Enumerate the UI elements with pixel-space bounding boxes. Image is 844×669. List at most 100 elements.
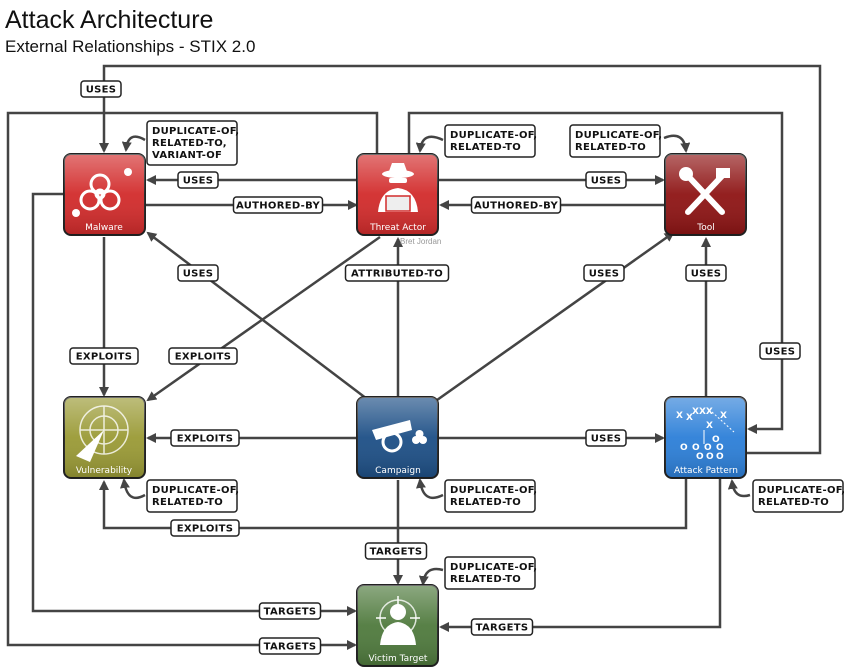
node-label-vulnerability: Vulnerability — [76, 466, 133, 476]
svg-text:XXX: XXX — [692, 407, 713, 417]
label-authored-tool: AUTHORED-BY — [470, 196, 562, 214]
label-uses-campaign-malware: USES — [177, 264, 219, 282]
node-victim-target[interactable]: Victim Target — [356, 584, 439, 667]
label-uses-ap-malware-text: USES — [86, 85, 117, 96]
label-uses-ta-ap: USES — [759, 342, 801, 360]
loop-tool — [663, 134, 691, 153]
label-dup-ap-line: DUPLICATE-OF, — [758, 485, 844, 496]
label-exploits-campaign: EXPLOITS — [170, 429, 240, 447]
label-uses-ta-tool: USES — [585, 171, 627, 189]
hacker-icon — [378, 163, 418, 212]
svg-text:O: O — [680, 443, 688, 453]
node-label-victim-target: Victim Target — [369, 654, 428, 664]
label-dup-campaign: DUPLICATE-OF,RELATED-TO — [444, 479, 537, 513]
label-uses-ap-tool-text: USES — [691, 269, 722, 280]
label-uses-ta-malware-text: USES — [183, 176, 214, 187]
label-targets-campaign-text: TARGETS — [370, 547, 423, 558]
edge-labels: USES USES AUTHORED-BY USES AUTHORED-BY USES AT… — [69, 80, 844, 655]
label-targets-malware: TARGETS — [258, 602, 322, 620]
label-dup-vuln-line: RELATED-TO — [152, 497, 223, 508]
label-targets-ap: TARGETS — [470, 618, 534, 636]
label-uses-campaign-ap-text: USES — [591, 434, 622, 445]
bug-icon — [124, 168, 132, 176]
svg-text:O: O — [712, 435, 720, 445]
label-authored-malware: AUTHORED-BY — [232, 196, 324, 214]
label-exploits-ap-text: EXPLOITS — [177, 524, 234, 535]
label-dup-ta-line: RELATED-TO — [450, 142, 521, 153]
node-label-tool: Tool — [696, 223, 714, 233]
edge-ap-vuln-exploits — [99, 479, 688, 530]
label-targets-ta-text: TARGETS — [264, 642, 317, 653]
label-uses-ta-tool-text: USES — [591, 176, 622, 187]
node-campaign[interactable]: Campaign — [356, 396, 439, 479]
wrench-hammer-icon — [685, 173, 725, 215]
loop-victim — [418, 567, 444, 586]
label-dup-victim-line: DUPLICATE-OF, — [450, 562, 537, 573]
label-dup-malware: DUPLICATE-OF,RELATED-TO,VARIANT-OF — [146, 120, 239, 166]
label-dup-malware-line: RELATED-TO, — [152, 138, 227, 149]
edge-ap-victim-targets — [439, 479, 722, 632]
bug-icon — [72, 209, 80, 217]
label-uses-ap-malware: USES — [80, 80, 122, 98]
label-authored-malware-text: AUTHORED-BY — [236, 201, 320, 212]
label-dup-malware-line: VARIANT-OF — [152, 150, 222, 161]
edge-malware-victim-targets — [31, 192, 357, 616]
label-uses-ta-malware: USES — [177, 171, 219, 189]
svg-text:O: O — [716, 443, 724, 453]
label-dup-vuln: DUPLICATE-OF,RELATED-TO — [146, 479, 239, 513]
page-title: Attack Architecture — [5, 6, 214, 34]
loop-campaign — [415, 478, 444, 500]
node-vulnerability[interactable]: Vulnerability — [63, 396, 146, 479]
node-threat-actor[interactable]: Threat Actor — [356, 153, 439, 236]
label-exploits-ta-text: EXPLOITS — [175, 352, 232, 363]
loop-vuln — [119, 478, 146, 500]
label-exploits-campaign-text: EXPLOITS — [177, 434, 234, 445]
label-exploits-malware: EXPLOITS — [69, 347, 139, 365]
label-uses-campaign-ap: USES — [585, 429, 627, 447]
edge-ta-victim-targets — [6, 111, 379, 650]
svg-text:X: X — [706, 421, 713, 431]
label-attributed-to-text: ATTRIBUTED-TO — [351, 269, 443, 280]
node-malware[interactable]: Malware — [63, 153, 146, 236]
node-label-campaign: Campaign — [375, 466, 421, 476]
loop-malware — [121, 135, 146, 152]
page-subtitle: External Relationships - STIX 2.0 — [5, 37, 256, 56]
label-targets-malware-text: TARGETS — [264, 607, 317, 618]
cannon-icon — [372, 420, 427, 453]
target-person-icon — [376, 596, 420, 645]
label-targets-ta: TARGETS — [258, 637, 322, 655]
label-targets-campaign: TARGETS — [364, 542, 428, 560]
label-dup-campaign-line: DUPLICATE-OF, — [450, 485, 537, 496]
loop-ap — [727, 479, 751, 498]
svg-text:O: O — [696, 452, 704, 462]
label-uses-ta-ap-text: USES — [765, 347, 796, 358]
edge-ta-vuln-exploits — [146, 235, 381, 402]
svg-text:X: X — [686, 413, 693, 423]
label-dup-vuln-line: DUPLICATE-OF, — [152, 485, 239, 496]
label-dup-campaign-line: RELATED-TO — [450, 497, 521, 508]
loop-ta — [415, 135, 444, 153]
edge-ta-ap-uses — [407, 111, 784, 434]
label-attributed-to: ATTRIBUTED-TO — [344, 264, 450, 282]
label-authored-tool-text: AUTHORED-BY — [474, 201, 558, 212]
label-dup-victim-line: RELATED-TO — [450, 574, 521, 585]
label-dup-ta-line: DUPLICATE-OF, — [450, 130, 537, 141]
credit-text: Bret Jordan — [400, 237, 441, 246]
label-dup-tool-line: DUPLICATE-OF, — [575, 130, 662, 141]
label-exploits-ta: EXPLOITS — [168, 347, 238, 365]
node-tool[interactable]: Tool — [664, 153, 747, 236]
label-dup-ap: DUPLICATE-OF,RELATED-TO — [752, 479, 844, 513]
label-exploits-malware-text: EXPLOITS — [76, 352, 133, 363]
label-dup-malware-line: DUPLICATE-OF, — [152, 126, 239, 137]
svg-text:O: O — [692, 443, 700, 453]
label-uses-ap-tool: USES — [685, 264, 727, 282]
svg-text:X: X — [676, 411, 683, 421]
node-label-attack-pattern: Attack Pattern — [674, 466, 738, 476]
svg-text:O: O — [704, 443, 712, 453]
svg-text:O: O — [716, 452, 724, 462]
label-dup-victim: DUPLICATE-OF,RELATED-TO — [444, 556, 537, 590]
node-label-malware: Malware — [85, 223, 123, 233]
